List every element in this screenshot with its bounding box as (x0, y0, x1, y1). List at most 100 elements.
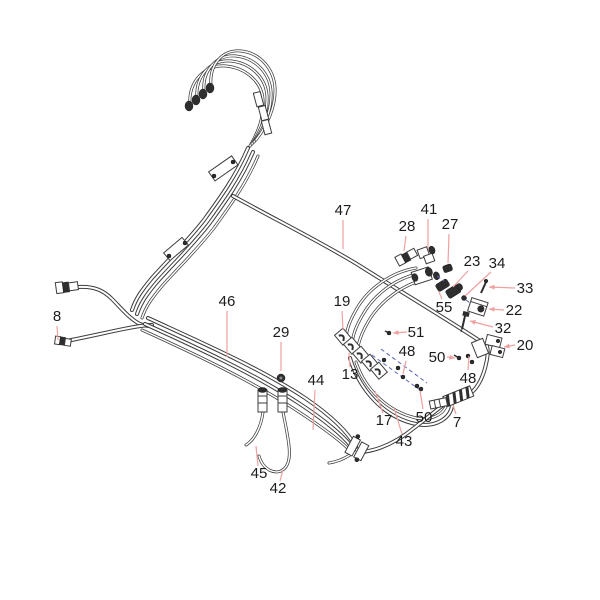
ball-34 (461, 295, 467, 301)
leader-arrowhead (489, 306, 495, 312)
callout-34: 34 (489, 255, 506, 272)
callout-46: 46 (219, 293, 236, 310)
callout-55: 55 (436, 299, 453, 316)
callout-27: 27 (442, 216, 459, 233)
fitting-23 (435, 278, 450, 292)
screw-32 (460, 310, 470, 333)
leader-line-28 (403, 235, 407, 252)
callout-17: 17 (376, 412, 393, 429)
leader-line-55 (438, 291, 443, 300)
hose-core (361, 402, 447, 453)
fitting-55 (445, 283, 463, 299)
hose-core (245, 411, 264, 446)
hose-core (258, 411, 291, 473)
callout-47: 47 (335, 202, 352, 219)
leader-arrowhead (449, 354, 455, 360)
bolts-48-right (465, 353, 475, 365)
callout-22: 22 (506, 302, 523, 319)
leader-line-34 (464, 271, 492, 297)
callout-13: 13 (342, 366, 359, 383)
hose-core (356, 278, 427, 353)
hose-drop-42 (257, 410, 291, 474)
hose-fan-manifold (344, 266, 428, 354)
fitting-7 (428, 385, 475, 410)
leader-line-42 (279, 469, 284, 482)
leader-line-13 (348, 352, 351, 368)
hose-47 (231, 194, 482, 343)
leader-line-50 (419, 390, 424, 410)
hose-core (349, 357, 453, 426)
screw-50-right (453, 354, 462, 361)
block-22 (466, 296, 489, 317)
callout-45: 45 (251, 465, 268, 482)
callout-20: 20 (517, 337, 534, 354)
callout-29: 29 (273, 324, 290, 341)
callout-23: 23 (464, 253, 481, 270)
callout-48-left: 48 (399, 343, 416, 360)
callout-41: 41 (421, 201, 438, 218)
hose-core (141, 329, 353, 454)
callout-51: 51 (408, 324, 425, 341)
hose-core (232, 195, 481, 342)
leader-line-48 (402, 360, 407, 375)
plug-27 (442, 263, 453, 273)
callout-42: 42 (270, 480, 287, 497)
leader-line-27 (447, 233, 450, 264)
callout-7: 7 (453, 414, 461, 431)
hose-core (345, 267, 417, 341)
leader-arrowhead (504, 343, 510, 349)
hose-core (355, 361, 448, 420)
hose-core (141, 155, 259, 319)
leader-line-7 (452, 404, 457, 415)
callout-32: 32 (495, 320, 512, 337)
branch-fitting-45 (257, 387, 268, 413)
callout-8: 8 (53, 308, 61, 325)
leader-line-45 (255, 445, 259, 467)
leader-line-48 (467, 355, 470, 371)
callout-19: 19 (334, 293, 351, 310)
leader-line-43 (393, 407, 403, 435)
hose-core (328, 454, 351, 464)
leader-line-19 (341, 310, 344, 331)
leader-line-23 (452, 270, 469, 288)
hose-tail-bottom (327, 453, 352, 465)
callout-28: 28 (399, 218, 416, 235)
hose-8 (64, 323, 154, 343)
bottom-clamp (344, 434, 370, 462)
fitting-28 (394, 247, 419, 267)
callout-50-right: 50 (429, 349, 446, 366)
callout-50-bottom: 50 (416, 409, 433, 426)
fitting-41 (416, 245, 436, 265)
leader-arrowhead (470, 320, 476, 325)
bundle-clamp-lower (162, 236, 190, 262)
hose-loop-43 (348, 356, 454, 427)
callout-44: 44 (308, 372, 325, 389)
hose-core (210, 50, 276, 141)
hose-core (136, 151, 254, 315)
bolt-51 (384, 330, 392, 336)
leader-arrowhead (489, 284, 495, 290)
hose-core (147, 317, 357, 448)
fitting-7-sleeve (428, 397, 449, 410)
hose-core (189, 65, 264, 147)
leader-line-17 (374, 390, 384, 414)
junction-block (410, 266, 440, 286)
callout-43: 43 (396, 433, 413, 450)
assembly-lines (371, 330, 475, 392)
hose-core (131, 147, 249, 311)
hose-drop-45 (244, 410, 265, 447)
leader-line-8 (56, 325, 59, 341)
nut-29 (276, 373, 286, 383)
manifold-cluster (394, 245, 475, 307)
fitting-left-end (54, 281, 80, 295)
branch-fitting-42 (277, 387, 288, 413)
bundle-clamp-upper (207, 155, 239, 182)
clamp-cluster (333, 327, 389, 380)
fitting-8 (53, 335, 72, 347)
callout-33: 33 (517, 280, 534, 297)
leader-arrowhead (393, 330, 399, 336)
callout-48-right: 48 (460, 370, 477, 387)
